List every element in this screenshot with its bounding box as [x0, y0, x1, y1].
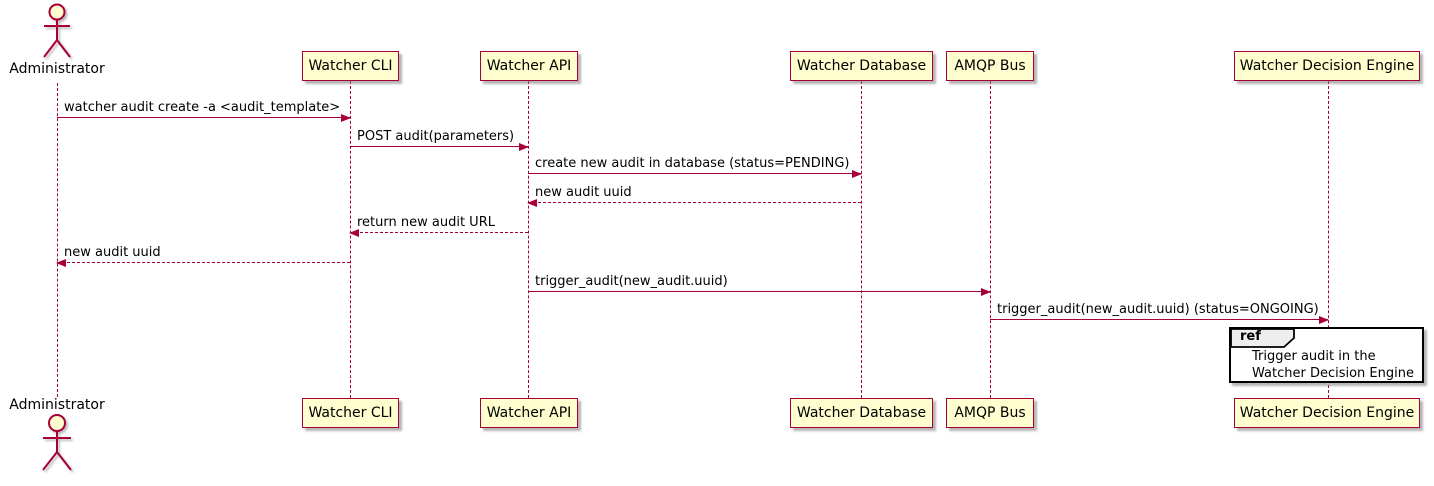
lifeline-watcher-cli: [350, 81, 351, 398]
actor-label: Administrator: [9, 61, 105, 77]
actor-administrator-top: Administrator: [0, 3, 114, 77]
message-audit-create: watcher audit create -a <audit_template>: [57, 100, 351, 122]
participant-box-watcher-cli-top: Watcher CLI: [302, 51, 399, 81]
participant-box-watcher-api-top: Watcher API: [480, 51, 578, 81]
lifeline-amqp-bus: [990, 81, 991, 398]
message-label: return new audit URL: [357, 215, 495, 230]
arrowhead-left-icon: [527, 198, 537, 207]
lifeline-watcher-decision-engine: [1328, 81, 1329, 398]
actor-administrator-bottom: Administrator: [0, 397, 114, 473]
message-line: [57, 262, 350, 263]
message-line: [350, 232, 528, 233]
arrowhead-right-icon: [981, 287, 991, 296]
arrowhead-left-icon: [56, 258, 66, 267]
participant-box-watcher-decision-engine-top: Watcher Decision Engine: [1234, 51, 1420, 81]
arrowhead-right-icon: [519, 142, 529, 151]
message-create-audit-db: create new audit in database (status=PEN…: [528, 156, 862, 178]
ref-header: ref: [1230, 328, 1300, 348]
message-label: watcher audit create -a <audit_template>: [64, 100, 341, 115]
participant-box-watcher-database-bottom: Watcher Database: [790, 398, 933, 428]
ref-keyword: ref: [1240, 329, 1261, 344]
message-line: [57, 117, 350, 118]
participant-box-watcher-api-bottom: Watcher API: [480, 398, 578, 428]
message-new-audit-uuid-db: new audit uuid: [527, 185, 861, 207]
message-line: [990, 319, 1328, 320]
message-new-audit-uuid-cli: new audit uuid: [56, 245, 350, 267]
message-label: new audit uuid: [535, 185, 632, 200]
ref-line-1: Trigger audit in the: [1252, 349, 1376, 364]
participant-box-amqp-bus-top: AMQP Bus: [946, 51, 1034, 81]
message-label: trigger_audit(new_audit.uuid): [535, 274, 728, 289]
message-label: trigger_audit(new_audit.uuid) (status=ON…: [997, 302, 1319, 317]
message-label: create new audit in database (status=PEN…: [535, 156, 850, 171]
participant-box-amqp-bus-bottom: AMQP Bus: [946, 398, 1034, 428]
message-line: [528, 173, 861, 174]
lifeline-administrator: [57, 83, 58, 397]
lifeline-watcher-api: [528, 81, 529, 398]
message-line: [528, 202, 861, 203]
actor-icon: [43, 3, 71, 58]
ref-line-2: Watcher Decision Engine: [1252, 366, 1414, 381]
arrowhead-right-icon: [1319, 315, 1329, 324]
ref-body: Trigger audit in the Watcher Decision En…: [1252, 348, 1414, 382]
arrowhead-right-icon: [341, 113, 351, 122]
message-label: POST audit(parameters): [357, 129, 515, 144]
message-post-audit: POST audit(parameters): [350, 129, 529, 151]
message-label: new audit uuid: [64, 245, 161, 260]
actor-icon: [42, 414, 72, 471]
message-return-audit-url: return new audit URL: [349, 215, 528, 237]
ref-pentagon-icon: [1230, 328, 1295, 348]
ref-fragment: ref Trigger audit in the Watcher Decisio…: [1229, 327, 1424, 383]
participant-box-watcher-cli-bottom: Watcher CLI: [302, 398, 399, 428]
message-trigger-audit: trigger_audit(new_audit.uuid): [528, 274, 991, 296]
arrowhead-right-icon: [852, 169, 862, 178]
lifeline-watcher-database: [861, 81, 862, 398]
message-trigger-audit-ongoing: trigger_audit(new_audit.uuid) (status=ON…: [990, 302, 1329, 324]
actor-label: Administrator: [9, 397, 105, 413]
participant-box-watcher-decision-engine-bottom: Watcher Decision Engine: [1234, 398, 1420, 428]
message-line: [528, 291, 990, 292]
message-line: [350, 146, 528, 147]
arrowhead-left-icon: [349, 228, 359, 237]
participant-box-watcher-database-top: Watcher Database: [790, 51, 933, 81]
